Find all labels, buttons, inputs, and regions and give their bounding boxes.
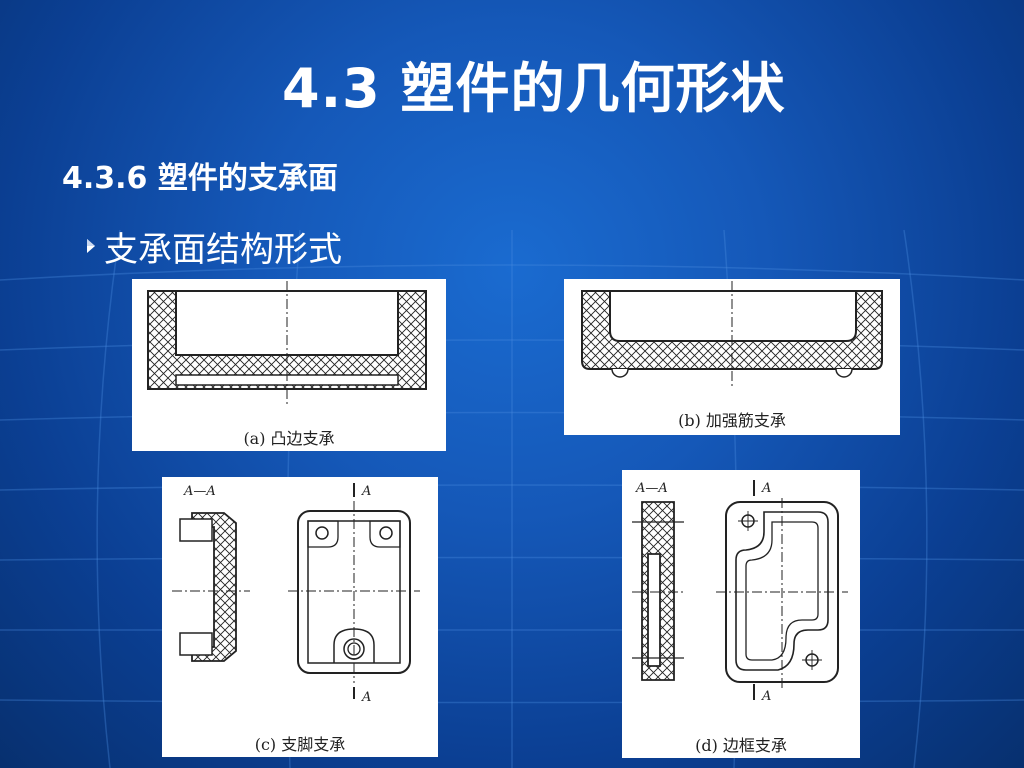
section-heading: 4.3.6 塑件的支承面 xyxy=(62,161,338,196)
figure-d-drawing: A—A A A xyxy=(632,480,848,704)
figure-c-mark-top: A xyxy=(361,484,371,499)
figure-b-drawing xyxy=(581,281,883,389)
figure-c-section-label: A—A xyxy=(183,484,216,499)
figure-c-foot-support: A—A A A (c) 支脚支承 xyxy=(162,477,438,757)
figure-a-drawing xyxy=(147,281,427,405)
figure-b-rib-support: (b) 加强筋支承 xyxy=(564,279,900,435)
triangle-bullet-icon xyxy=(84,235,98,257)
figure-d-mark-bottom: A xyxy=(761,689,771,704)
figure-c-drawing: A—A A A xyxy=(172,483,420,705)
figure-c-mark-bottom: A xyxy=(361,690,371,705)
figure-c-caption: (c) 支脚支承 xyxy=(254,735,346,754)
figure-a-boss-support: (a) 凸边支承 xyxy=(132,279,446,451)
bullet-item: 支承面结构形式 xyxy=(84,224,342,270)
figure-a-caption: (a) 凸边支承 xyxy=(243,429,335,448)
bullet-text: 支承面结构形式 xyxy=(104,229,342,270)
figure-d-mark-top: A xyxy=(761,481,771,496)
figure-d-caption: (d) 边框支承 xyxy=(695,736,787,755)
figure-b-caption: (b) 加强筋支承 xyxy=(678,411,786,430)
figure-d-frame-support: A—A A A (d) 边框支承 xyxy=(622,470,860,758)
figure-d-section-label: A—A xyxy=(635,481,668,496)
slide-title: 4.3 塑件的几何形状 xyxy=(282,57,786,120)
